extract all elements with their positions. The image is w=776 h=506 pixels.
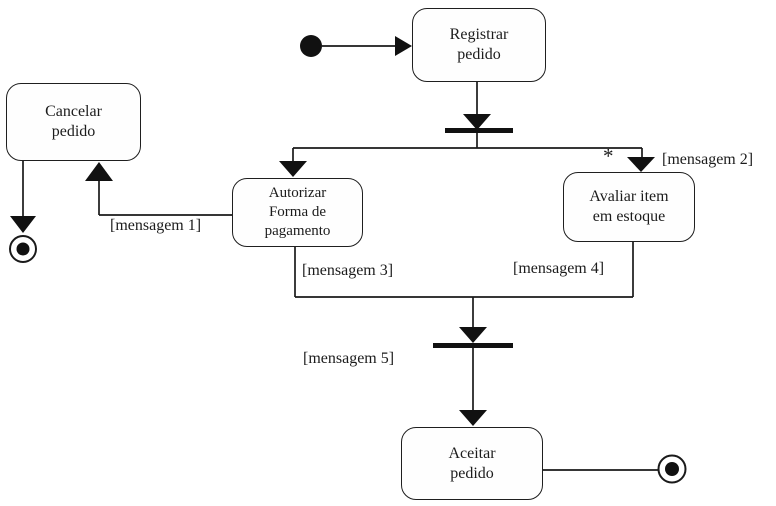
action-label-registrar: Registrar pedido: [449, 26, 509, 63]
edge-label-mensagem-3: [mensagem 3]: [302, 262, 394, 279]
multiplicity-star-label: *: [603, 144, 614, 168]
edge-label-mensagem-5: [mensagem 5]: [303, 350, 395, 367]
left-branch-arrowhead: [279, 161, 307, 177]
edge-label-mensagem-4: [mensagem 4]: [513, 260, 605, 277]
final-node-left: [9, 235, 37, 263]
action-node-registrar-pedido: Registrar pedido: [412, 8, 546, 82]
action-node-aceitar-pedido: Aceitar pedido: [401, 427, 543, 500]
final-node-right: [657, 454, 687, 484]
right-branch-arrowhead: [627, 157, 655, 172]
mensagem1-arrowhead: [85, 162, 113, 181]
edge-label-mensagem-1: [mensagem 1]: [110, 217, 202, 234]
action-label-cancelar: Cancelar pedido: [45, 103, 102, 140]
fork-bar: [445, 128, 513, 133]
fork-arrowhead: [463, 114, 491, 130]
action-label-aceitar: Aceitar pedido: [448, 444, 496, 482]
start-arrowhead: [395, 36, 412, 56]
initial-node: [300, 35, 322, 57]
action-node-cancelar-pedido: Cancelar pedido: [6, 83, 141, 161]
cancelar-exit-arrowhead: [10, 216, 36, 233]
join-entry-arrowhead: [459, 327, 487, 343]
join-exit-arrowhead: [459, 410, 487, 426]
action-label-autorizar: Autorizar Forma de pagamento: [264, 185, 331, 239]
final-node-right-dot: [665, 462, 679, 476]
final-node-left-dot: [16, 242, 30, 256]
edge-label-mensagem-2: [mensagem 2]: [662, 151, 754, 168]
action-label-avaliar: Avaliar item em estoque: [589, 188, 669, 225]
action-node-avaliar-estoque: Avaliar item em estoque: [563, 172, 695, 242]
join-bar: [433, 343, 513, 348]
action-node-autorizar-pagamento: Autorizar Forma de pagamento: [232, 178, 363, 247]
